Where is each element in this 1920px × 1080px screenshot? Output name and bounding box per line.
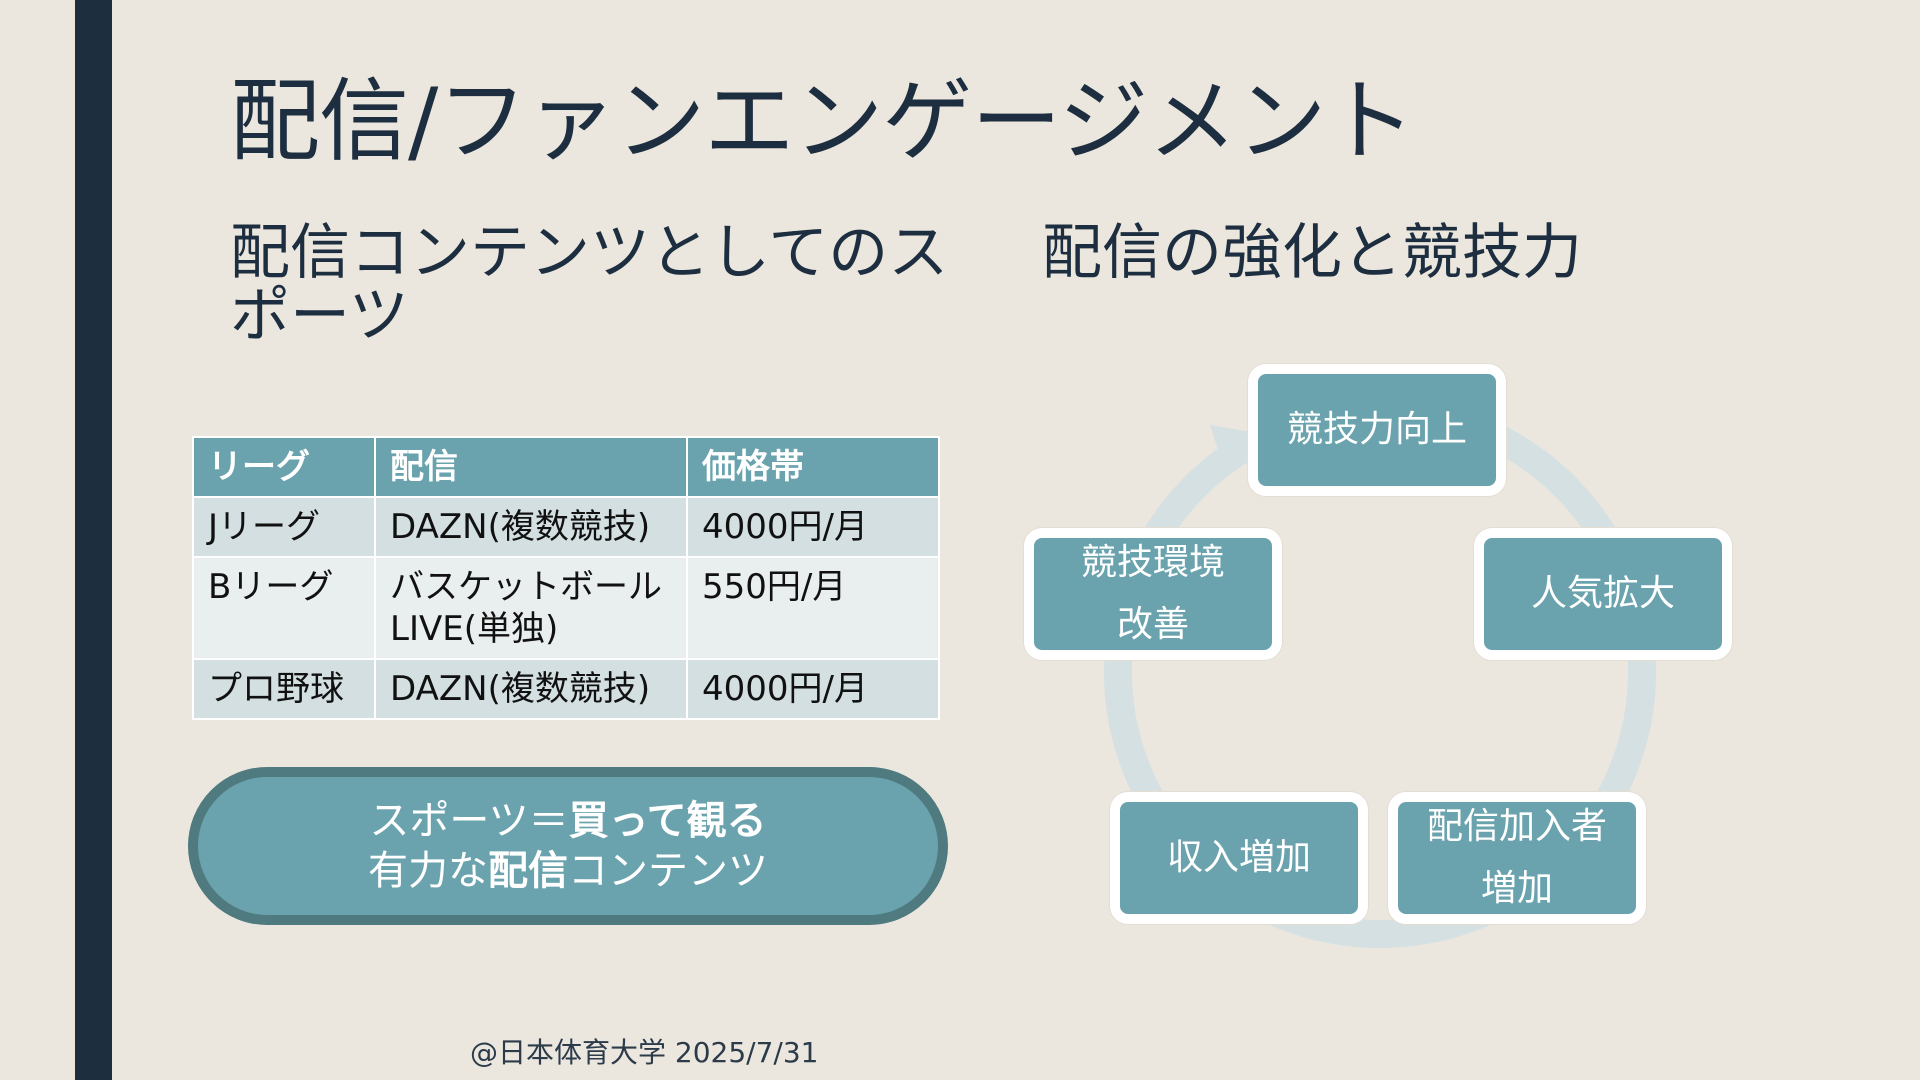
cell-streaming: DAZN(複数競技) <box>374 496 688 558</box>
right-heading: 配信の強化と競技力 <box>1042 218 1582 288</box>
table-row: プロ野球 DAZN(複数競技) 4000円/月 <box>192 658 940 720</box>
cell-price: 550円/月 <box>686 556 940 660</box>
footer-credit: @日本体育大学 2025/7/31 <box>470 1036 819 1069</box>
cycle-node-subscribers: 配信加入者増加 <box>1388 792 1646 924</box>
cell-streaming: バスケットボールLIVE(単独) <box>374 556 688 660</box>
header-price: 価格帯 <box>686 436 940 498</box>
cell-price: 4000円/月 <box>686 658 940 720</box>
slide-title: 配信/ファンエンゲージメント <box>230 69 1416 174</box>
cell-league: Bリーグ <box>192 556 376 660</box>
cell-league: プロ野球 <box>192 658 376 720</box>
callout-line-1: スポーツ＝買って観る <box>369 798 767 844</box>
callout-pill: スポーツ＝買って観る 有力な配信コンテンツ <box>188 767 948 925</box>
cell-price: 4000円/月 <box>686 496 940 558</box>
cell-streaming: DAZN(複数競技) <box>374 658 688 720</box>
left-heading: 配信コンテンツとしてのスポーツ <box>230 218 949 351</box>
cycle-node-revenue: 収入増加 <box>1110 792 1368 924</box>
callout-line-2: 有力な配信コンテンツ <box>368 848 768 894</box>
cycle-node-popularity: 人気拡大 <box>1474 528 1732 660</box>
table-row: Bリーグ バスケットボールLIVE(単独) 550円/月 <box>192 556 940 660</box>
cycle-node-skill-up: 競技力向上 <box>1248 364 1506 496</box>
cycle-arrow-head <box>1210 425 1250 462</box>
cycle-node-environment: 競技環境改善 <box>1024 528 1282 660</box>
header-streaming: 配信 <box>374 436 688 498</box>
league-streaming-table: リーグ 配信 価格帯 Jリーグ DAZN(複数競技) 4000円/月 Bリーグ … <box>192 436 940 720</box>
left-accent-bar <box>75 0 112 1080</box>
header-league: リーグ <box>192 436 376 498</box>
table-row: Jリーグ DAZN(複数競技) 4000円/月 <box>192 496 940 558</box>
cell-league: Jリーグ <box>192 496 376 558</box>
